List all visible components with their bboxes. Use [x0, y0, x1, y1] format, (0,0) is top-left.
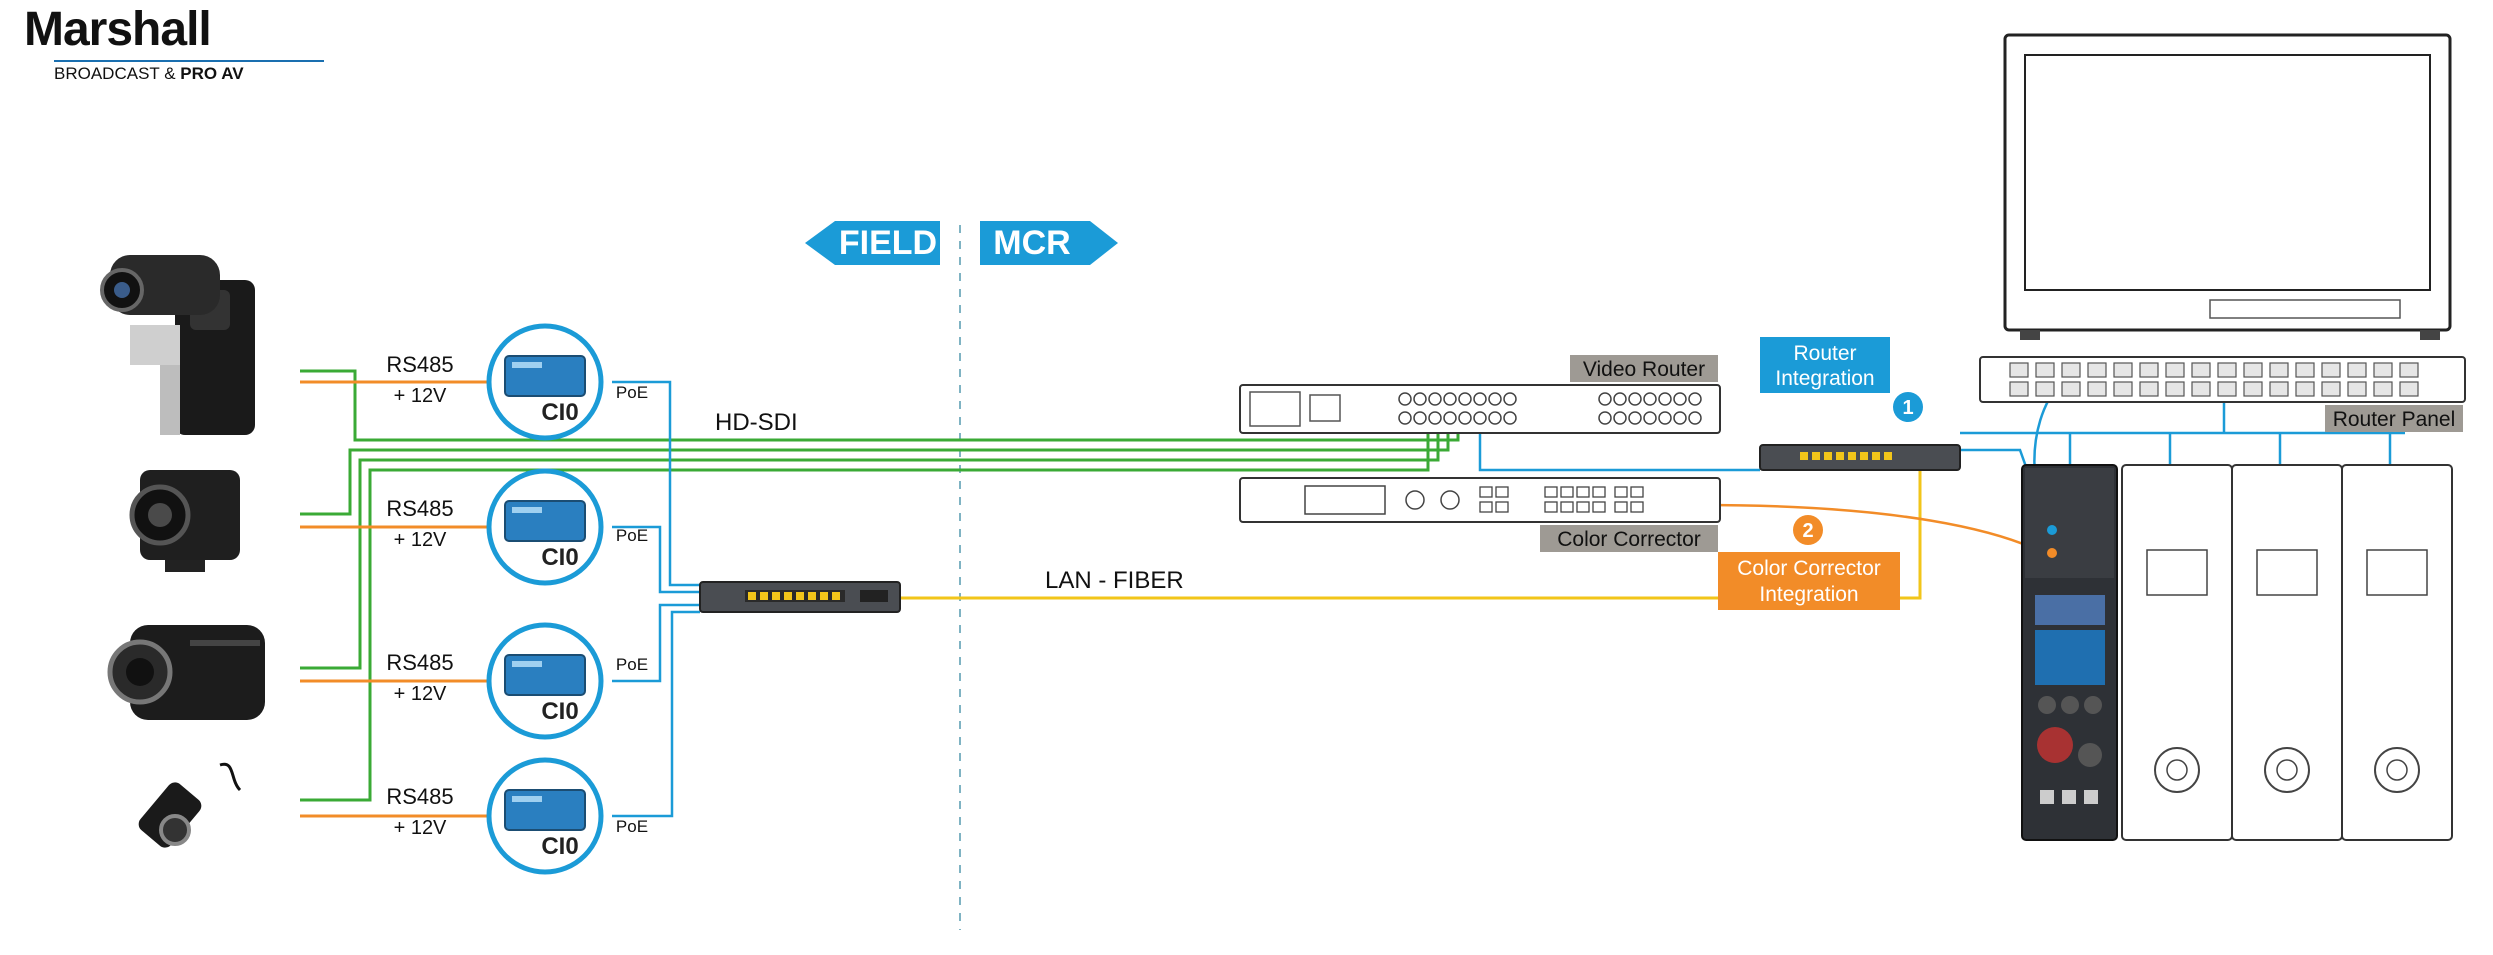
converter-label: CI0: [541, 698, 578, 725]
mcr-network-switch-icon: [1759, 444, 1961, 471]
logo-tagline-bold: PRO AV: [180, 64, 244, 83]
callout-1-line1: Router: [1793, 342, 1856, 365]
callout-1-number: 1: [1902, 397, 1913, 419]
link-label: PoE: [616, 655, 648, 674]
field-network-switch-icon: [699, 581, 901, 613]
power-label: + 12V: [394, 817, 447, 839]
mcr-label: MCR: [993, 224, 1070, 262]
logo-tagline-plain: BROADCAST &: [54, 64, 181, 83]
callout-1-line2: Integration: [1775, 367, 1874, 390]
callout-2-line1: Color Corrector: [1737, 557, 1881, 580]
poe-cables: [612, 380, 700, 818]
link-label: PoE: [616, 526, 648, 545]
callout-2-badge: [1793, 515, 1823, 545]
callout-2-line2: Integration: [1759, 583, 1858, 606]
ptz-camera-icon: [100, 255, 255, 435]
main-control-panel-icon: [2021, 464, 2118, 841]
cc-integration-callout: 2 Color Corrector Integration: [1718, 515, 1900, 610]
signal-label: RS485: [386, 352, 453, 377]
control-panel-icon: [2341, 464, 2453, 841]
control-panel-icon: [2121, 464, 2233, 841]
lan-fiber-label: LAN - FIBER: [1045, 567, 1184, 594]
router-panel-icon: [1979, 356, 2466, 403]
lipstick-camera-icon: [138, 762, 242, 848]
video-router-label: Video Router: [1583, 358, 1705, 381]
signal-label: RS485: [386, 784, 453, 809]
link-label: PoE: [616, 383, 648, 402]
color-corrector-icon: [1239, 477, 1721, 523]
hd-sdi-label: HD-SDI: [715, 409, 798, 436]
logo-tagline: BROADCAST & PRO AV: [54, 60, 324, 84]
callout-1-badge: [1893, 392, 1923, 422]
router-panel-tag: [2325, 405, 2463, 432]
cc-integration-cable: [1699, 503, 2049, 557]
rs485-cables: [300, 380, 490, 818]
camera-row-1: RS485 + 12V CI0 PoE: [386, 323, 648, 441]
logo-brand: Marshall: [24, 3, 212, 56]
power-label: + 12V: [394, 683, 447, 705]
router-panel-label: Router Panel: [2333, 408, 2456, 431]
mcr-zone-arrow: MCR: [980, 221, 1118, 265]
camera-row-4: RS485 + 12V CI0 PoE: [386, 757, 648, 875]
color-corrector-label: Color Corrector: [1557, 528, 1701, 551]
monitor-icon: [2003, 33, 2452, 340]
link-label: PoE: [616, 817, 648, 836]
signal-label: RS485: [386, 650, 453, 675]
callout-2-number: 2: [1802, 520, 1813, 542]
box-camera-icon: [129, 470, 240, 572]
video-router-icon: [1239, 384, 1721, 434]
marshall-logo: Marshall BROADCAST & PRO AV: [24, 4, 324, 84]
signal-label: RS485: [386, 496, 453, 521]
converter-label: CI0: [541, 833, 578, 860]
hd-sdi-cables: [300, 369, 1460, 802]
converter-label: CI0: [541, 544, 578, 571]
control-panel-icon: [2231, 464, 2343, 841]
router-integration-callout: Router Integration 1: [1760, 337, 1923, 422]
camera-row-3: RS485 + 12V CI0 PoE: [386, 622, 648, 740]
power-label: + 12V: [394, 385, 447, 407]
color-corrector-tag: [1540, 525, 1718, 552]
video-router-tag: [1570, 355, 1718, 382]
bullet-camera-icon: [107, 625, 265, 720]
field-zone-arrow: FIELD: [805, 221, 940, 265]
power-label: + 12V: [394, 529, 447, 551]
converter-label: CI0: [541, 399, 578, 426]
camera-row-2: RS485 + 12V CI0 PoE: [386, 468, 648, 586]
field-label: FIELD: [839, 224, 937, 262]
